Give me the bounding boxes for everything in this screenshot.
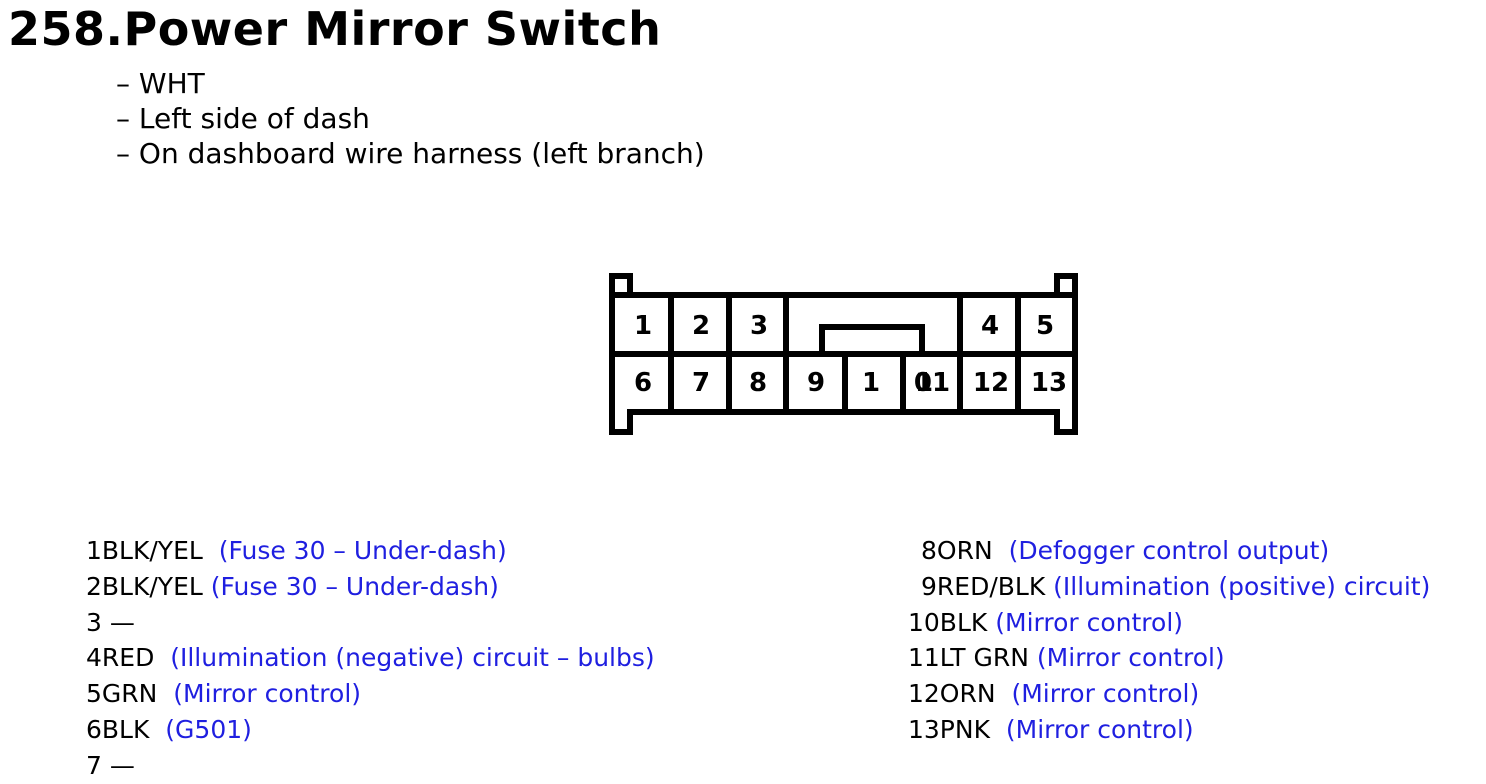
pin-description: (Mirror control) [995,607,1184,637]
pin-row: 6BLK (G501) [86,712,655,748]
pin-description: (Mirror control) [1005,714,1194,744]
pin-list-left: 1BLK/YEL (Fuse 30 – Under-dash) 2BLK/YEL… [86,533,655,784]
pin-id: 10BLK [908,607,988,637]
cavity-label: 01 [914,368,950,398]
pin-id: 7 — [86,750,135,780]
pin-id: 11LT GRN [908,643,1029,673]
pin-row: 3 — [86,605,655,641]
pin-row: 8ORN (Defogger control output) [908,533,1430,569]
cavity-label: 12 [973,368,1009,398]
note-color: – WHT [116,67,205,100]
pin-description: (Fuse 30 – Under-dash) [210,571,499,601]
pin-id: 3 — [86,607,135,637]
cavity-label: 6 [634,368,652,398]
pin-id: 6BLK [86,714,150,744]
pin-row: 13PNK (Mirror control) [908,712,1430,748]
pin-description: (Illumination (positive) circuit) [1053,571,1431,601]
pin-description: (Defogger control output) [1008,536,1330,565]
pin-id: 12ORN [908,679,996,709]
pin-id: 13PNK [908,714,990,744]
cavity-label: 9 [807,368,825,398]
pin-row: 10BLK (Mirror control) [908,605,1430,641]
connector-latch [819,324,925,354]
cavity-label: 1 [915,368,933,398]
cavity-label: 3 [750,311,768,341]
note-harness: – On dashboard wire harness (left branch… [116,137,705,170]
cavity-label: 8 [749,368,767,398]
pin-list-right: 8ORN (Defogger control output) 9RED/BLK … [908,533,1430,748]
cavity-label: 1 [862,368,880,398]
pin-row: 1BLK/YEL (Fuse 30 – Under-dash) [86,533,655,569]
cavity-label: 5 [1036,311,1054,341]
connector-top-right-block [957,292,1075,354]
pin-description: (Mirror control) [173,679,362,709]
pin-row: 12ORN (Mirror control) [908,676,1430,712]
note-location: – Left side of dash [116,102,370,135]
cavity-label: 13 [1031,368,1067,398]
pin-id: 4RED [86,643,155,673]
pin-row: 9RED/BLK (Illumination (positive) circui… [908,569,1430,605]
pin-id: 8ORN [921,536,993,565]
pin-id: 5GRN [86,679,158,709]
pin-id: 1BLK/YEL [86,536,203,565]
pin-id: 9RED/BLK [921,571,1046,601]
pin-id: 2BLK/YEL [86,571,203,601]
cavity-label: 2 [692,311,710,341]
pin-row: 7 — [86,748,655,784]
connector-notes: – WHT – Left side of dash – On dashboard… [116,66,705,171]
cavity-label: 4 [981,311,999,341]
pin-description: (G501) [165,714,252,744]
page-title: 258.Power Mirror Switch [8,2,662,56]
pin-description: (Mirror control) [1011,679,1200,709]
cavity-label: 1 [634,311,652,341]
pin-description: (Mirror control) [1036,643,1225,673]
pin-row: 11LT GRN (Mirror control) [908,640,1430,676]
pin-row: 2BLK/YEL (Fuse 30 – Under-dash) [86,569,655,605]
pin-row: 5GRN (Mirror control) [86,676,655,712]
pin-description: (Fuse 30 – Under-dash) [218,536,507,565]
cavity-label: 7 [692,368,710,398]
pin-row: 4RED (Illumination (negative) circuit – … [86,640,655,676]
pin-description: (Illumination (negative) circuit – bulbs… [170,643,655,673]
